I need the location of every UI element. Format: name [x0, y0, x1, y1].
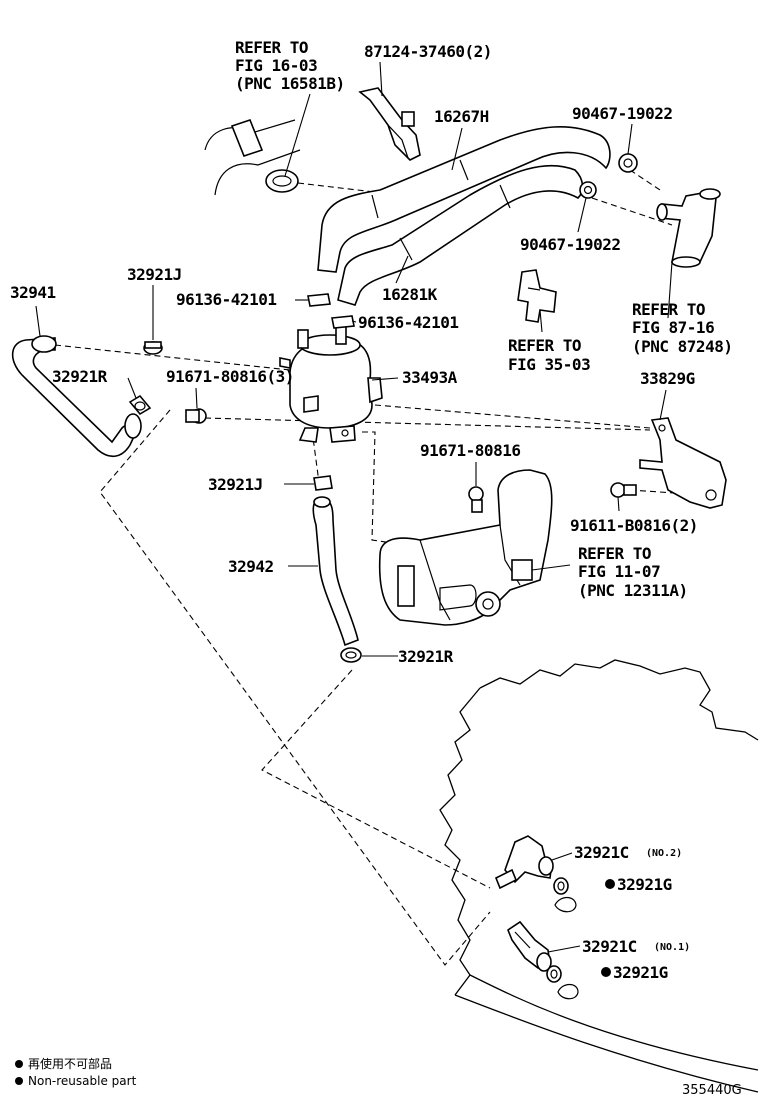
label-16281K: 16281K — [382, 285, 438, 304]
clamp-32921R-bottom — [340, 647, 362, 663]
bolt-91671 — [468, 486, 484, 513]
label-16267H: 16267H — [434, 107, 489, 126]
clamp-32921R-left — [128, 394, 152, 416]
hose-clamp-icon — [265, 169, 299, 193]
ref-line: REFER TO — [508, 336, 581, 355]
ref-line: FIG 16-03 — [235, 56, 317, 75]
fitting-32921C-no2 — [494, 835, 554, 890]
bolt-91611 — [610, 482, 637, 498]
clip-96136-b — [331, 315, 355, 329]
ref-fig-35-03: REFER TO FIG 35-03 — [508, 336, 591, 374]
label-90467-top: 90467-19022 — [572, 104, 672, 123]
hose-16267H — [317, 126, 611, 273]
ref-line: (PNC 12311A) — [578, 581, 688, 600]
leader-lines — [35, 61, 673, 953]
label-90467-mid: 90467-19022 — [520, 235, 620, 254]
label-32921J-mid: 32921J — [208, 475, 263, 494]
label-32921G-a: 32921G — [617, 875, 672, 894]
ref-line: FIG 87-16 — [632, 318, 714, 337]
label-91611: 91611-B0816(2) — [570, 516, 698, 535]
label-32921R-bottom: 32921R — [398, 647, 454, 666]
hose-fragment-top-left — [204, 119, 301, 196]
label-91671: 91671-80816 — [420, 441, 520, 460]
clip-87124 — [358, 87, 421, 161]
ref-fig-87-16: REFER TO FIG 87-16 (PNC 87248) — [632, 300, 733, 356]
clamp-90467-top — [618, 153, 638, 173]
label-32941: 32941 — [10, 283, 56, 302]
label-32921R-left: 32921R — [52, 367, 108, 386]
hose-32942 — [312, 496, 359, 647]
clip-96136-a — [307, 293, 331, 307]
ref-line: REFER TO — [632, 300, 705, 319]
label-87124: 87124-37460(2) — [364, 42, 492, 61]
hose-32941 — [11, 335, 142, 458]
t-pipe-87248 — [656, 188, 721, 268]
canister-33493A — [279, 323, 383, 443]
clamp-90467-mid — [579, 181, 597, 199]
ref-line: FIG 35-03 — [508, 355, 590, 374]
ref-line: REFER TO — [578, 544, 651, 563]
ref-fig-16-03: REFER TO FIG 16-03 (PNC 16581B) — [235, 38, 345, 93]
ref-line: FIG 11-07 — [578, 562, 660, 581]
label-32921C-no2: 32921C — [574, 843, 629, 862]
ref-line: (PNC 16581B) — [235, 74, 345, 93]
ref-fig-11-07: REFER TO FIG 11-07 (PNC 12311A) — [578, 544, 688, 600]
ref-line: REFER TO — [235, 38, 308, 57]
legend-line-jp: 再使用不可部品 — [28, 1056, 112, 1071]
spring-clamp-icon — [618, 153, 638, 173]
label-96136-b: 96136-42101 — [358, 313, 458, 332]
label-32921G-b: 32921G — [613, 963, 668, 982]
label-33829G: 33829G — [640, 369, 695, 388]
transmission-outline — [439, 659, 759, 1093]
engine-mount-bracket — [378, 469, 553, 626]
label-96136-a: 96136-42101 — [176, 290, 276, 309]
clip-35-03 — [517, 269, 557, 323]
oring-32921G-b — [546, 965, 579, 1000]
clamp-32921J-top — [143, 341, 163, 355]
label-33493A: 33493A — [402, 368, 458, 387]
non-reusable-dot-icon — [601, 967, 611, 977]
bolt-91671-3 — [185, 408, 207, 424]
tag-no2: (NO.2) — [646, 848, 682, 859]
non-reusable-dot-icon — [605, 879, 615, 889]
tag-no1: (NO.1) — [654, 942, 690, 953]
legend-line-en: Non-reusable part — [28, 1074, 137, 1088]
clip-32921J-mid — [313, 475, 333, 491]
legend-dot-icon — [15, 1060, 23, 1068]
fitting-32921C-no1 — [507, 920, 552, 972]
ref-line: (PNC 87248) — [632, 337, 732, 356]
diagram-code: 355440G — [682, 1083, 742, 1098]
label-32942: 32942 — [228, 557, 274, 576]
label-32921C-no1: 32921C — [582, 937, 637, 956]
oring-32921G-a — [553, 877, 577, 913]
bracket-33829G — [639, 417, 727, 509]
legend-dot-icon — [15, 1077, 23, 1085]
label-32921J-top: 32921J — [127, 265, 182, 284]
label-91671-3: 91671-80816(3) — [166, 367, 294, 386]
legend: 再使用不可部品 Non-reusable part — [15, 1056, 137, 1088]
